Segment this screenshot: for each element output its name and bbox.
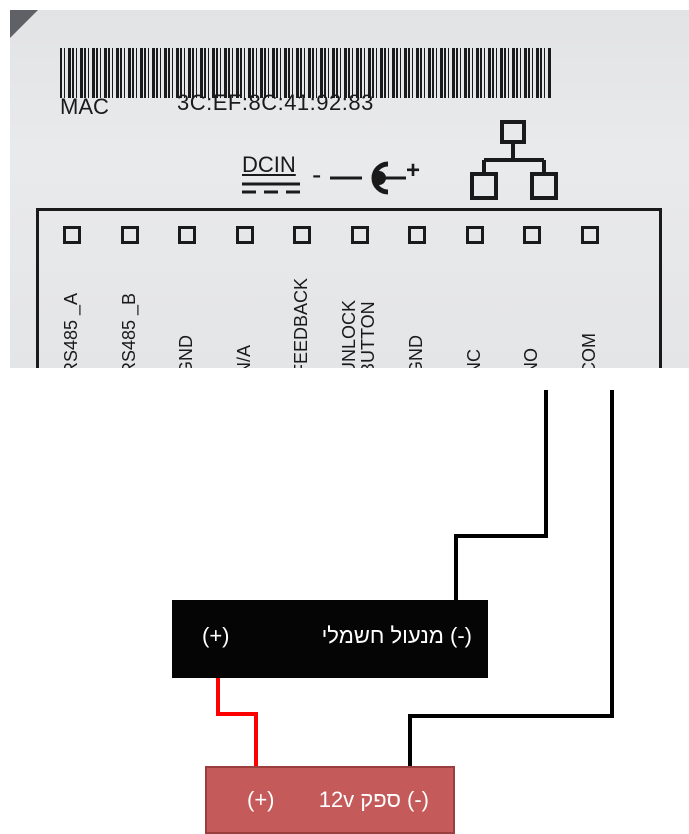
terminal-pin	[580, 226, 599, 244]
barcode	[60, 48, 552, 98]
wire-no-to-motor	[454, 390, 548, 600]
lock-positive-label: (+)	[202, 623, 230, 648]
terminal-pin	[63, 226, 81, 244]
terminal-pin	[178, 226, 196, 244]
terminal-pin	[350, 226, 369, 244]
terminal-pin	[523, 226, 541, 244]
wire-com-to-psu	[408, 390, 614, 766]
terminal-pin	[293, 226, 311, 244]
lock-name-label: (-) מנעול חשמלי	[321, 623, 472, 648]
wire-positive	[216, 674, 258, 766]
terminal-pin	[235, 226, 254, 244]
dcin-label: DCIN	[242, 152, 296, 177]
mac-label: MAC	[60, 94, 109, 119]
polarity-minus: -	[312, 159, 321, 190]
photo-corner	[10, 10, 38, 38]
terminal-pin	[465, 226, 484, 244]
power-supply: (+) (-) ספק 12v	[205, 766, 455, 834]
barrel-polarity-icon: - +	[312, 157, 420, 195]
dc-symbol-icon	[242, 182, 300, 194]
polarity-plus: +	[406, 157, 420, 184]
terminal-pin	[120, 226, 139, 244]
network-icon	[470, 120, 558, 200]
psu-positive-label: (+)	[247, 787, 275, 812]
psu-name-label: (-) ספק 12v	[318, 787, 429, 812]
mac-address: 3C:EF:8C:41:92:83	[177, 90, 374, 115]
terminal-pin	[408, 226, 426, 244]
terminal-block	[36, 208, 662, 368]
electric-lock: (+) (-) מנעול חשמלי	[172, 600, 488, 678]
